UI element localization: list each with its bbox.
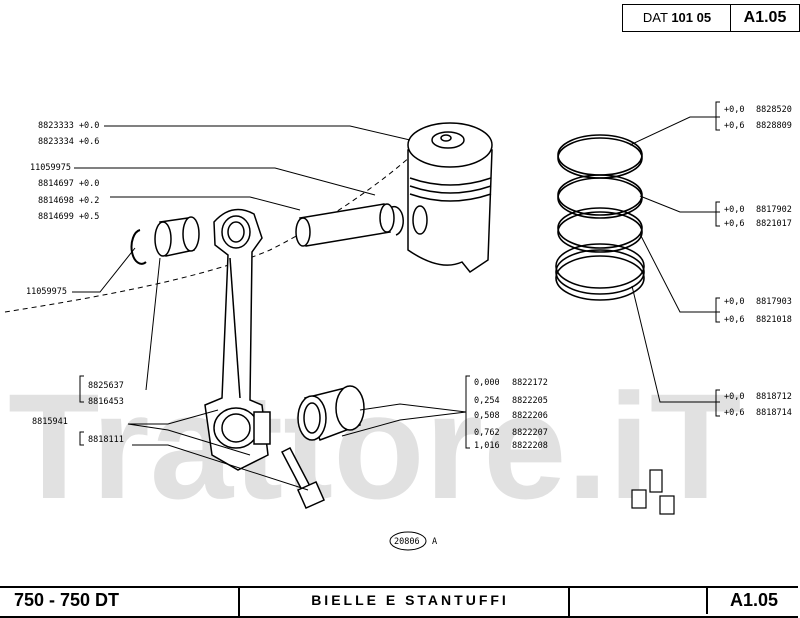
- exploded-parts-diagram: Trattore.iT: [4, 101, 792, 551]
- bearing-size: 1,016: [474, 441, 500, 451]
- dat-box: DAT 101 05: [622, 4, 732, 32]
- ring-label-list: +0,0 8828520 +0,6 8828809 +0,0 8817902 +…: [724, 105, 792, 418]
- label-conrod: 8815941: [32, 417, 68, 427]
- bearing-part: 8822208: [512, 441, 548, 451]
- connecting-rod-drawing: [204, 208, 271, 471]
- watermark-text: Trattore.iT: [8, 362, 741, 530]
- ring4-part-a: 8818712: [756, 392, 792, 402]
- ring2-size-a: +0,0: [724, 205, 744, 215]
- bearing-part: 8822206: [512, 411, 548, 421]
- label-pin-bushing-a: 8823333 +0.0: [38, 121, 99, 131]
- bearing-part: 8822172: [512, 378, 548, 388]
- ring1-part-a: 8828520: [756, 105, 792, 115]
- ring2-part-a: 8817902: [756, 205, 792, 215]
- assembly-dashed-line: [4, 147, 421, 313]
- label-pin-b: 8814698 +0.2: [38, 196, 99, 206]
- ring2-size-b: +0,6: [724, 219, 744, 229]
- label-bushing-a: 8825637: [88, 381, 124, 391]
- label-pin-bushing-b: 8823334 +0.6: [38, 137, 99, 147]
- ring4-size-b: +0,6: [724, 408, 744, 418]
- footer-divider: [238, 588, 240, 616]
- footer-code: A1.05: [706, 586, 800, 614]
- label-bolt: 8818111: [88, 435, 124, 445]
- label-pin-a: 8814697 +0.0: [38, 179, 99, 189]
- ring3-size-a: +0,0: [724, 297, 744, 307]
- bearing-label-list: 0,000 8822172 0,254 8822205 0,508 882220…: [474, 378, 548, 451]
- label-pin-c: 8814699 +0.5: [38, 212, 99, 222]
- leader-lines: [72, 116, 720, 491]
- ring1-size-a: +0,0: [724, 105, 744, 115]
- small-end-bushing-drawing: [154, 216, 200, 257]
- conrod-bolt-drawing: [280, 447, 325, 509]
- ring3-part-a: 8817903: [756, 297, 792, 307]
- footer-bar: 750 - 750 DT BIELLE E STANTUFFI A1.05: [0, 586, 798, 618]
- bearing-part: 8822207: [512, 428, 548, 438]
- footer-title: BIELLE E STANTUFFI: [311, 592, 509, 608]
- figure-number-badge: [389, 531, 427, 551]
- label-snap-ring-top: 11059975: [30, 163, 71, 173]
- figure-number: 20806: [394, 537, 420, 547]
- bearing-shells-drawing: [297, 385, 365, 441]
- label-bushing-b: 8816453: [88, 397, 124, 407]
- figure-suffix: A: [432, 537, 437, 547]
- dat-number: 101 05: [671, 10, 712, 25]
- bearing-size: 0,762: [474, 428, 500, 438]
- label-snap-ring-left: 11059975: [26, 287, 67, 297]
- callout-brackets: [79, 101, 720, 449]
- ring4-size-a: +0,0: [724, 392, 744, 402]
- piston-rings-drawing: [555, 134, 645, 301]
- bearing-size: 0,254: [474, 396, 500, 406]
- bearing-size: 0,000: [474, 378, 500, 388]
- bearing-part: 8822205: [512, 396, 548, 406]
- dat-prefix: DAT: [642, 10, 668, 25]
- ring2-part-b: 8821017: [756, 219, 792, 229]
- bearing-size: 0,508: [474, 411, 500, 421]
- bearing-detail-icon: [631, 469, 675, 515]
- ring3-size-b: +0,6: [724, 315, 744, 325]
- piston-pin-drawing: [130, 203, 404, 265]
- ring1-size-b: +0,6: [724, 121, 744, 131]
- ring1-part-b: 8828809: [756, 121, 792, 131]
- ring4-part-b: 8818714: [756, 408, 792, 418]
- footer-model: 750 - 750 DT: [14, 590, 120, 610]
- footer-divider: [568, 588, 570, 616]
- ring3-part-b: 8821018: [756, 315, 792, 325]
- piston-drawing: [407, 122, 493, 274]
